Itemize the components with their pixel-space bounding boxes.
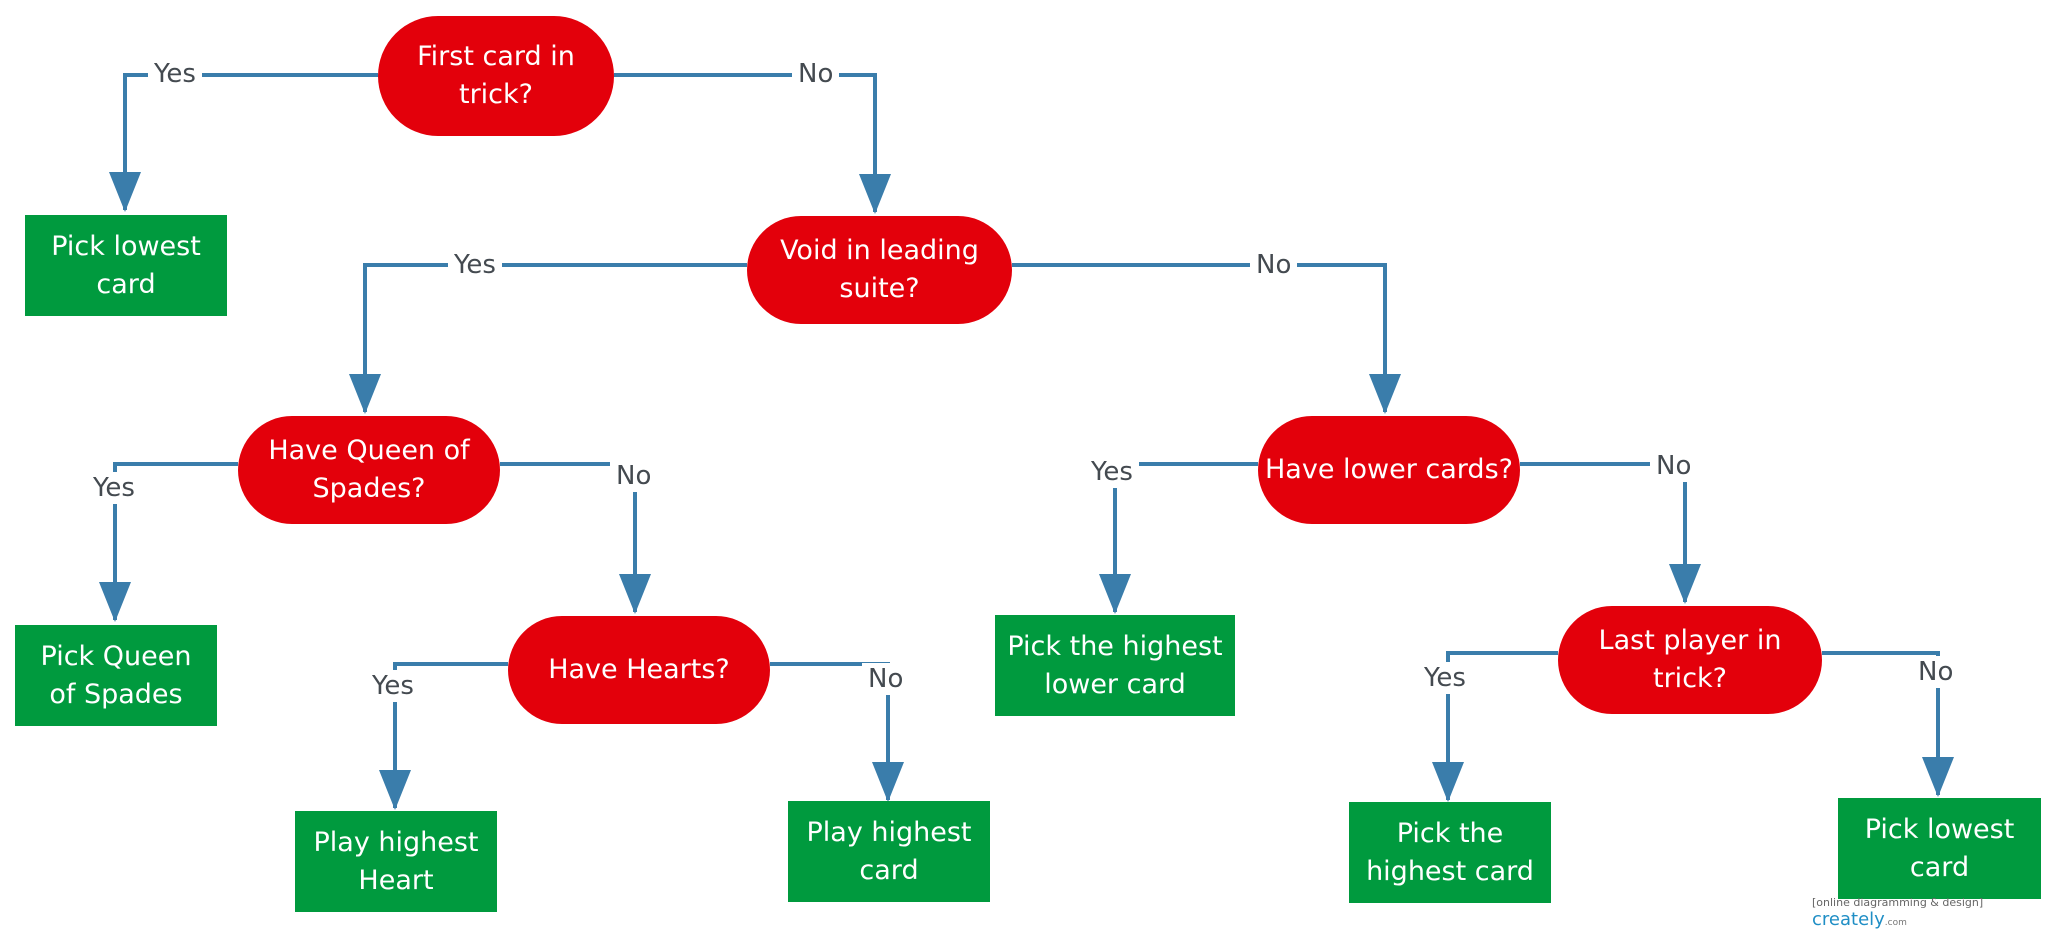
action-pick-lowest-card-last: Pick lowest card [1838,798,2041,899]
edge-label-no: No [792,58,840,90]
edge-label-no: No [1912,656,1960,688]
edge-label-no: No [862,663,910,695]
watermark-tagline: [online diagramming & design] [1812,896,1984,909]
connector-first-no [614,73,891,214]
edge-label-no: No [610,460,658,492]
connector-last-no [1822,651,1954,797]
edge-label-yes: Yes [366,670,420,702]
action-pick-queen-of-spades: Pick Queen of Spades [15,625,217,726]
edge-label-no: No [1250,249,1298,281]
action-pick-highest-card: Pick the highest card [1349,802,1551,903]
connector-queen-yes [99,462,238,622]
creately-watermark: [online diagramming & design] creately.c… [1812,896,2053,930]
edge-label-yes: Yes [87,472,141,504]
decision-last-player-in-trick: Last player in trick? [1558,606,1822,714]
connector-lower-no [1520,462,1701,604]
action-play-highest-card: Play highest card [788,801,990,902]
edge-label-yes: Yes [148,58,202,90]
connector-last-yes [1432,651,1558,802]
action-pick-highest-lower-card: Pick the highest lower card [995,615,1235,716]
decision-have-lower-cards: Have lower cards? [1258,416,1520,524]
connector-first-yes [109,73,378,212]
connector-hearts-yes [379,662,508,810]
edge-label-yes: Yes [1418,662,1472,694]
action-pick-lowest-card: Pick lowest card [25,215,227,316]
decision-have-queen-of-spades: Have Queen of Spades? [238,416,500,524]
edge-label-yes: Yes [1085,456,1139,488]
edge-label-yes: Yes [448,249,502,281]
edge-label-no: No [1650,450,1698,482]
decision-void-in-leading-suite: Void in leading suite? [747,216,1012,324]
decision-have-hearts: Have Hearts? [508,616,770,724]
watermark-suffix: .com [1884,918,1907,928]
connector-void-yes [349,263,747,414]
decision-first-card-in-trick: First card in trick? [378,16,614,136]
connector-void-no [1012,263,1401,414]
creately-logo: creately [1812,909,1885,930]
action-play-highest-heart: Play highest Heart [295,811,497,912]
